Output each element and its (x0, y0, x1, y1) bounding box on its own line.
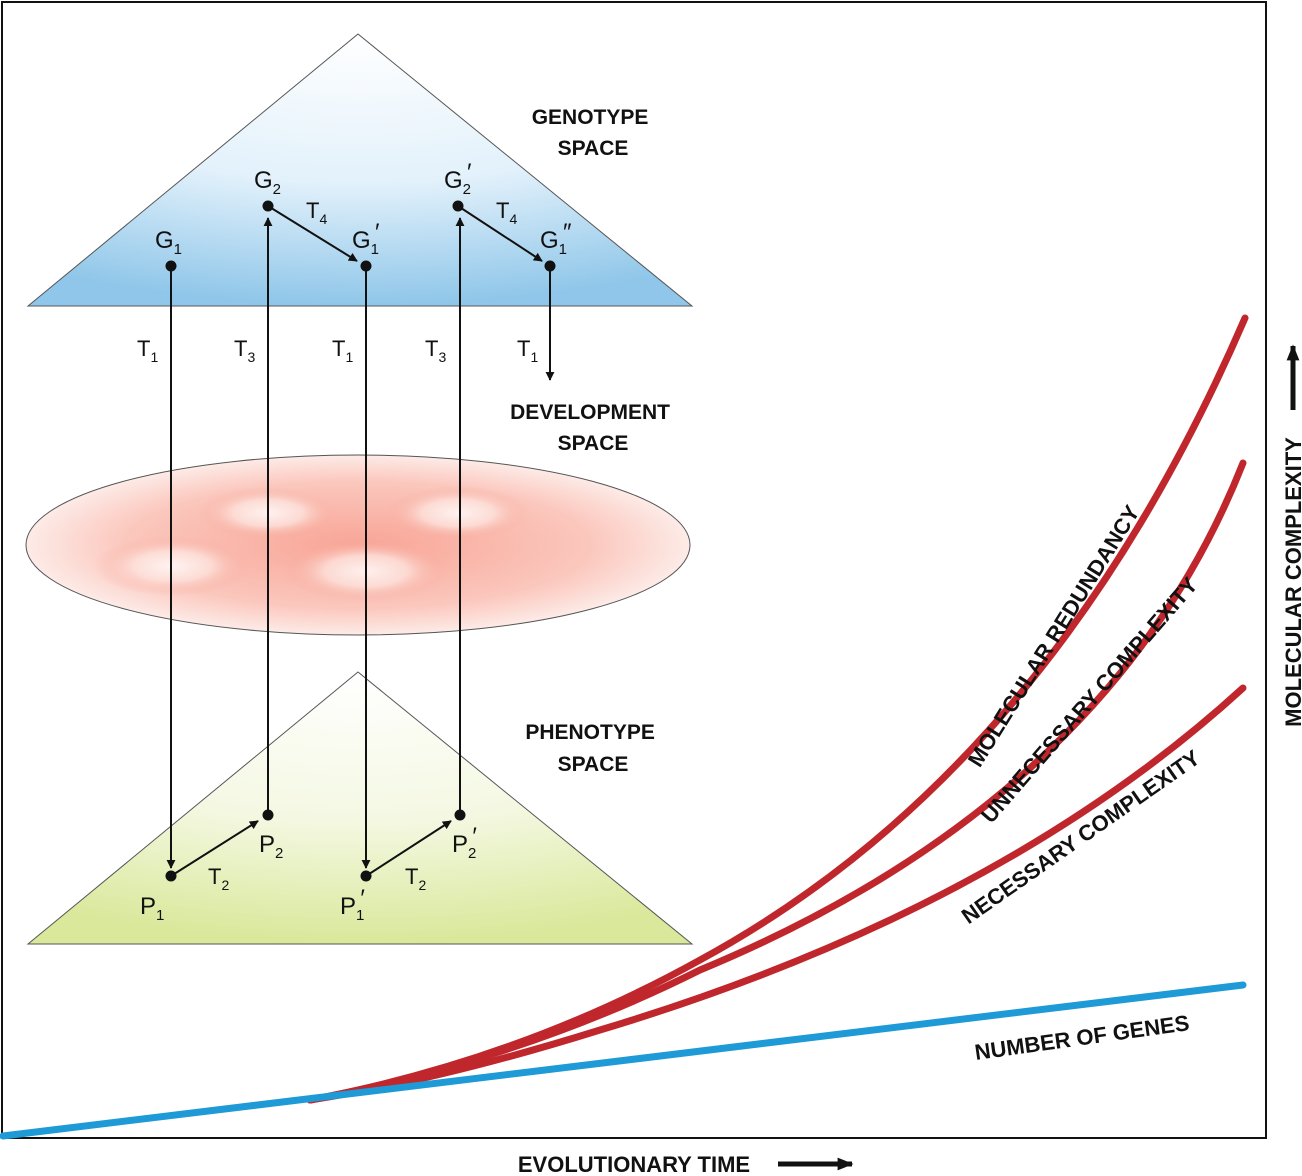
number-of-genes-line (0, 981, 1247, 1140)
dot-p1p (360, 870, 372, 882)
label-p1: P1 (140, 893, 164, 924)
label-g1: G1 (155, 227, 182, 258)
arrow-g2-to-g1p (267, 205, 358, 262)
label-p2-prime: P2′ (452, 823, 477, 862)
genotype-space-triangle (26, 33, 694, 307)
dot-p1 (165, 870, 177, 882)
necessary-complexity-label: NECESSARY COMPLEXITY (957, 745, 1205, 929)
dot-g2p (452, 200, 464, 212)
ripple-4 (386, 486, 530, 540)
complexity-curves (0, 314, 1249, 1140)
dot-g1pp (544, 260, 556, 272)
dot-p2 (262, 809, 274, 821)
unnecessary-complexity-curve (306, 459, 1247, 1104)
necessary-complexity-curve (306, 684, 1247, 1104)
mapping-arrows (166, 205, 555, 877)
dot-g2 (262, 200, 274, 212)
phenotype-space-triangle (26, 671, 694, 945)
arrow-g2p-to-g1pp (457, 205, 543, 262)
development-space-label: DEVELOPMENT SPACE (510, 401, 676, 455)
number-of-genes-label: NUMBER OF GENES (973, 1010, 1191, 1065)
arrow-p1p-to-p2p (365, 820, 452, 877)
genotype-space-label: GENOTYPE SPACE (532, 106, 655, 160)
phenotype-space-label: PHENOTYPE SPACE (525, 721, 660, 776)
dot-g1 (165, 260, 177, 272)
node-dots (165, 200, 556, 882)
chart-frame (1, 1, 1267, 1139)
dot-p2p (454, 809, 466, 821)
label-t1-third: T1 (517, 336, 538, 365)
dot-g1p (360, 260, 372, 272)
label-t4-first: T4 (306, 198, 327, 227)
label-g2-prime: G2′ (444, 159, 472, 198)
molecular-redundancy-curve (306, 314, 1249, 1104)
label-t2-second: T2 (405, 864, 426, 893)
label-p1-prime: P1′ (340, 885, 365, 924)
label-g2: G2 (254, 167, 281, 198)
label-p2: P2 (259, 831, 283, 862)
arrow-p1-to-p2 (170, 820, 259, 877)
label-t3-first: T3 (234, 336, 255, 365)
y-axis-label: MOLECULAR COMPLEXITY (1281, 437, 1302, 727)
label-g1-prime: G1′ (352, 219, 380, 258)
label-t1-second: T1 (332, 336, 353, 365)
label-t4-second: T4 (496, 198, 517, 227)
label-g1-double-prime: G1″ (540, 219, 572, 258)
label-t2-first: T2 (208, 864, 229, 893)
x-axis-label: EVOLUTIONARY TIME (518, 1152, 750, 1176)
label-t1-first: T1 (137, 336, 158, 365)
label-t3-second: T3 (425, 336, 446, 365)
